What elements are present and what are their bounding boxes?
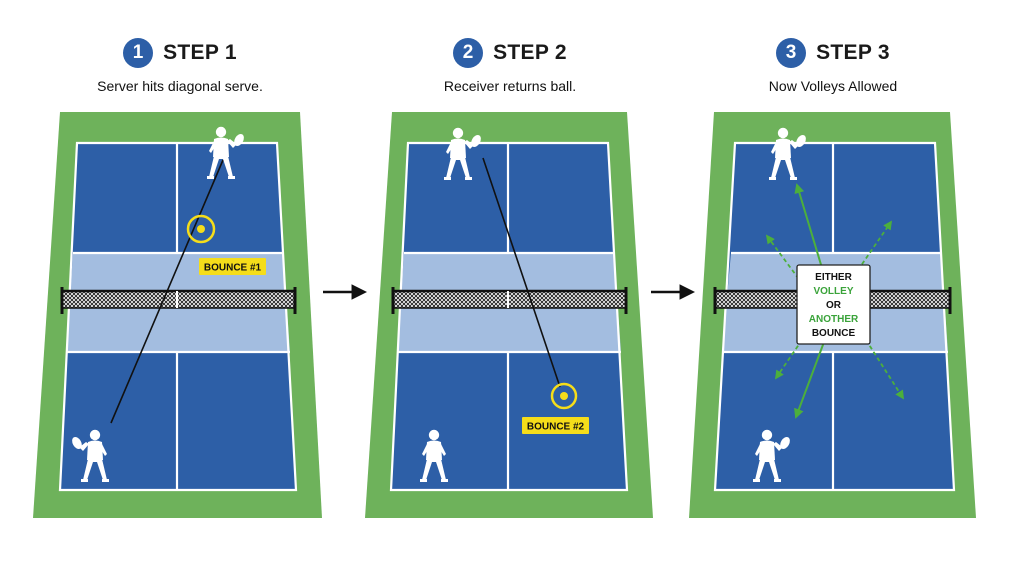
step-header-2: 2 STEP 2 Receiver returns ball. [345,38,675,94]
serve-path-line [110,159,224,424]
step-header-1: 1 STEP 1 Server hits diagonal serve. [15,38,345,94]
step-title: STEP 1 [163,41,237,64]
bounce-2-label: BOUNCE #2 [522,417,589,434]
step-caption: Now Volleys Allowed [768,78,898,94]
court-lines [58,141,298,492]
either-volley-or-bounce-box: EITHER VOLLEY OR ANOTHER BOUNCE [796,264,871,345]
net-icon [60,287,297,314]
court-step-2: BOUNCE #2 [365,112,653,518]
svg-text:OR: OR [826,300,842,311]
step-header-3: 3 STEP 3 Now Volleys Allowed [668,38,998,94]
bounce-1-label: BOUNCE #1 [199,258,266,275]
svg-text:BOUNCE #1: BOUNCE #1 [204,263,262,274]
svg-text:BOUNCE #2: BOUNCE #2 [527,422,585,433]
step-number-badge: 1 [123,38,154,68]
svg-text:BOUNCE: BOUNCE [812,328,856,339]
court-step-3: EITHER VOLLEY OR ANOTHER BOUNCE [689,112,976,518]
court-step-1: BOUNCE #1 [33,112,322,518]
step-number-badge: 3 [776,38,807,68]
court-lines [713,141,956,492]
step-caption: Server hits diagonal serve. [97,78,263,94]
svg-text:EITHER: EITHER [815,272,852,283]
net-icon [391,287,628,314]
ball-icon [550,382,578,410]
ball-icon [186,214,216,244]
svg-text:VOLLEY: VOLLEY [813,286,853,297]
svg-text:ANOTHER: ANOTHER [809,314,859,325]
return-path-line [482,157,561,388]
step-title: STEP 2 [493,41,567,64]
volley-direction-arrows [765,183,904,419]
step-caption: Receiver returns ball. [443,78,577,94]
step-title: STEP 3 [816,41,890,64]
step-number-badge: 2 [453,38,484,68]
